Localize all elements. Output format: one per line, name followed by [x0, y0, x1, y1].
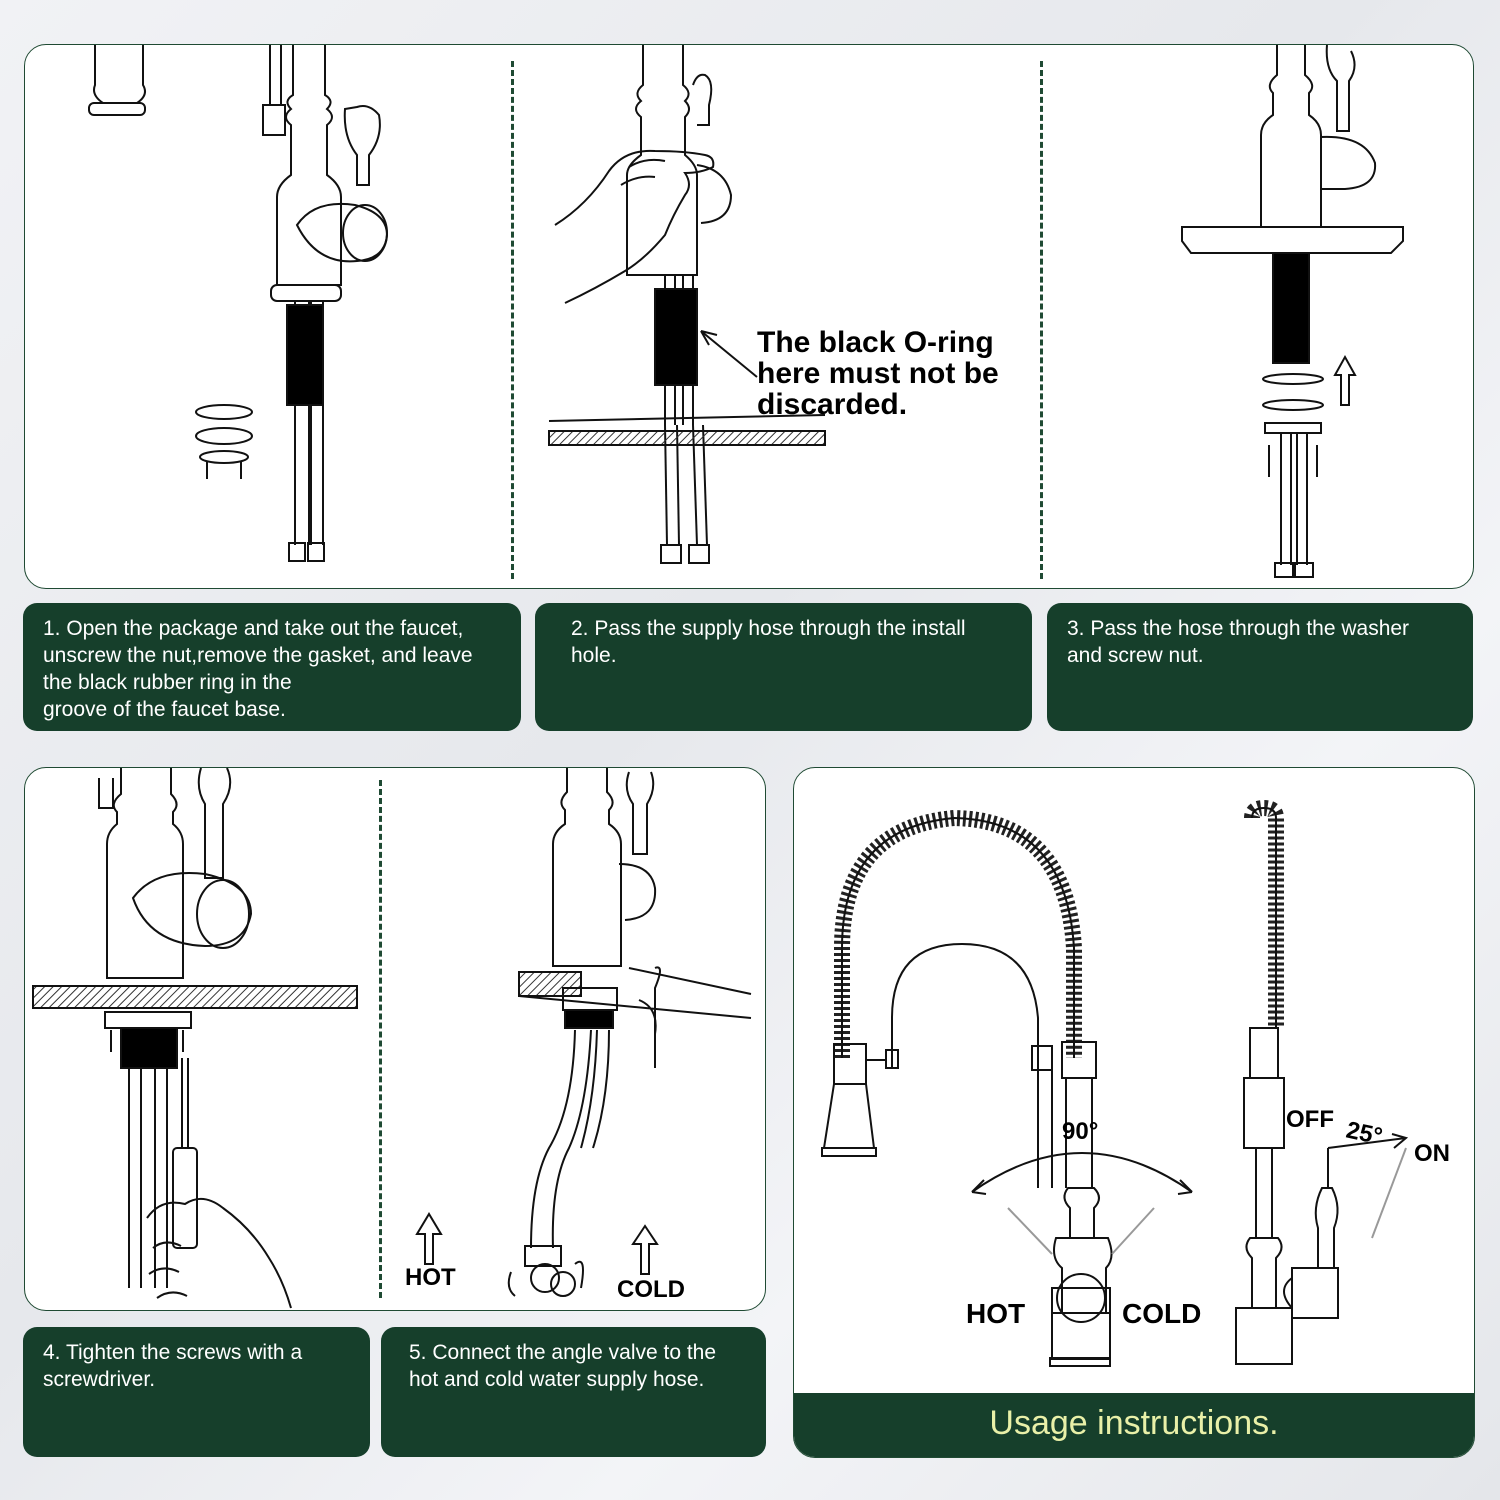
- step-5-caption: 5. Connect the angle valve to the hot an…: [381, 1327, 766, 1457]
- pull-down-faucet-illustration: [821, 809, 1193, 1367]
- pull-down-faucet-illustration: [1235, 799, 1409, 1365]
- o-ring-callout: The black O-ring here must not be discar…: [757, 327, 999, 420]
- angle-valve-icon: [507, 1245, 584, 1297]
- usage-illustration: [821, 799, 1409, 1367]
- faucet-illustration: [88, 45, 389, 562]
- usage-instructions-panel: 90° HOT COLD OFF 25° ON Usage instructio…: [793, 767, 1475, 1458]
- o-ring-callout-line-1: The black O-ring: [757, 326, 994, 359]
- off-label: OFF: [1286, 1106, 1334, 1133]
- usage-cold-label: COLD: [1122, 1298, 1202, 1329]
- step-5-hot-label: HOT: [405, 1264, 456, 1291]
- up-arrow-icon: [1333, 354, 1357, 406]
- faucet-illustration: [32, 768, 358, 1288]
- usage-instructions-title: Usage instructions.: [794, 1393, 1474, 1457]
- install-steps-1-3-panel: The black O-ring here must not be discar…: [24, 44, 1474, 589]
- swivel-angle-label: 90°: [1062, 1118, 1099, 1145]
- faucet-illustration: [1181, 45, 1404, 578]
- step-1-caption: 1. Open the package and take out the fau…: [23, 603, 521, 731]
- step-5-cold-label: COLD: [617, 1276, 685, 1303]
- hand-illustration: [554, 149, 715, 304]
- on-label: ON: [1414, 1140, 1450, 1167]
- step-divider: [379, 780, 382, 1298]
- faucet-illustration: [518, 768, 752, 1249]
- o-ring-callout-line-3: discarded.: [757, 388, 908, 421]
- screwdriver-icon: [172, 1058, 198, 1249]
- step-3-caption: 3. Pass the hose through the washer and …: [1047, 603, 1473, 731]
- step-divider: [1040, 61, 1043, 579]
- o-ring-callout-line-2: here must not be: [757, 357, 999, 390]
- step-divider: [511, 61, 514, 579]
- install-steps-4-5-panel: HOT COLD: [24, 767, 766, 1311]
- step-2-caption: 2. Pass the supply hose through the inst…: [535, 603, 1032, 731]
- up-arrow-icon: [415, 1212, 443, 1265]
- step-4-caption: 4. Tighten the screws with a screwdriver…: [23, 1327, 370, 1457]
- up-arrow-icon: [631, 1224, 659, 1275]
- hand-illustration: [146, 1197, 292, 1309]
- step-illustrations-top: [88, 45, 1404, 578]
- step-illustrations-bottom: [32, 768, 752, 1309]
- usage-hot-label: HOT: [966, 1298, 1026, 1329]
